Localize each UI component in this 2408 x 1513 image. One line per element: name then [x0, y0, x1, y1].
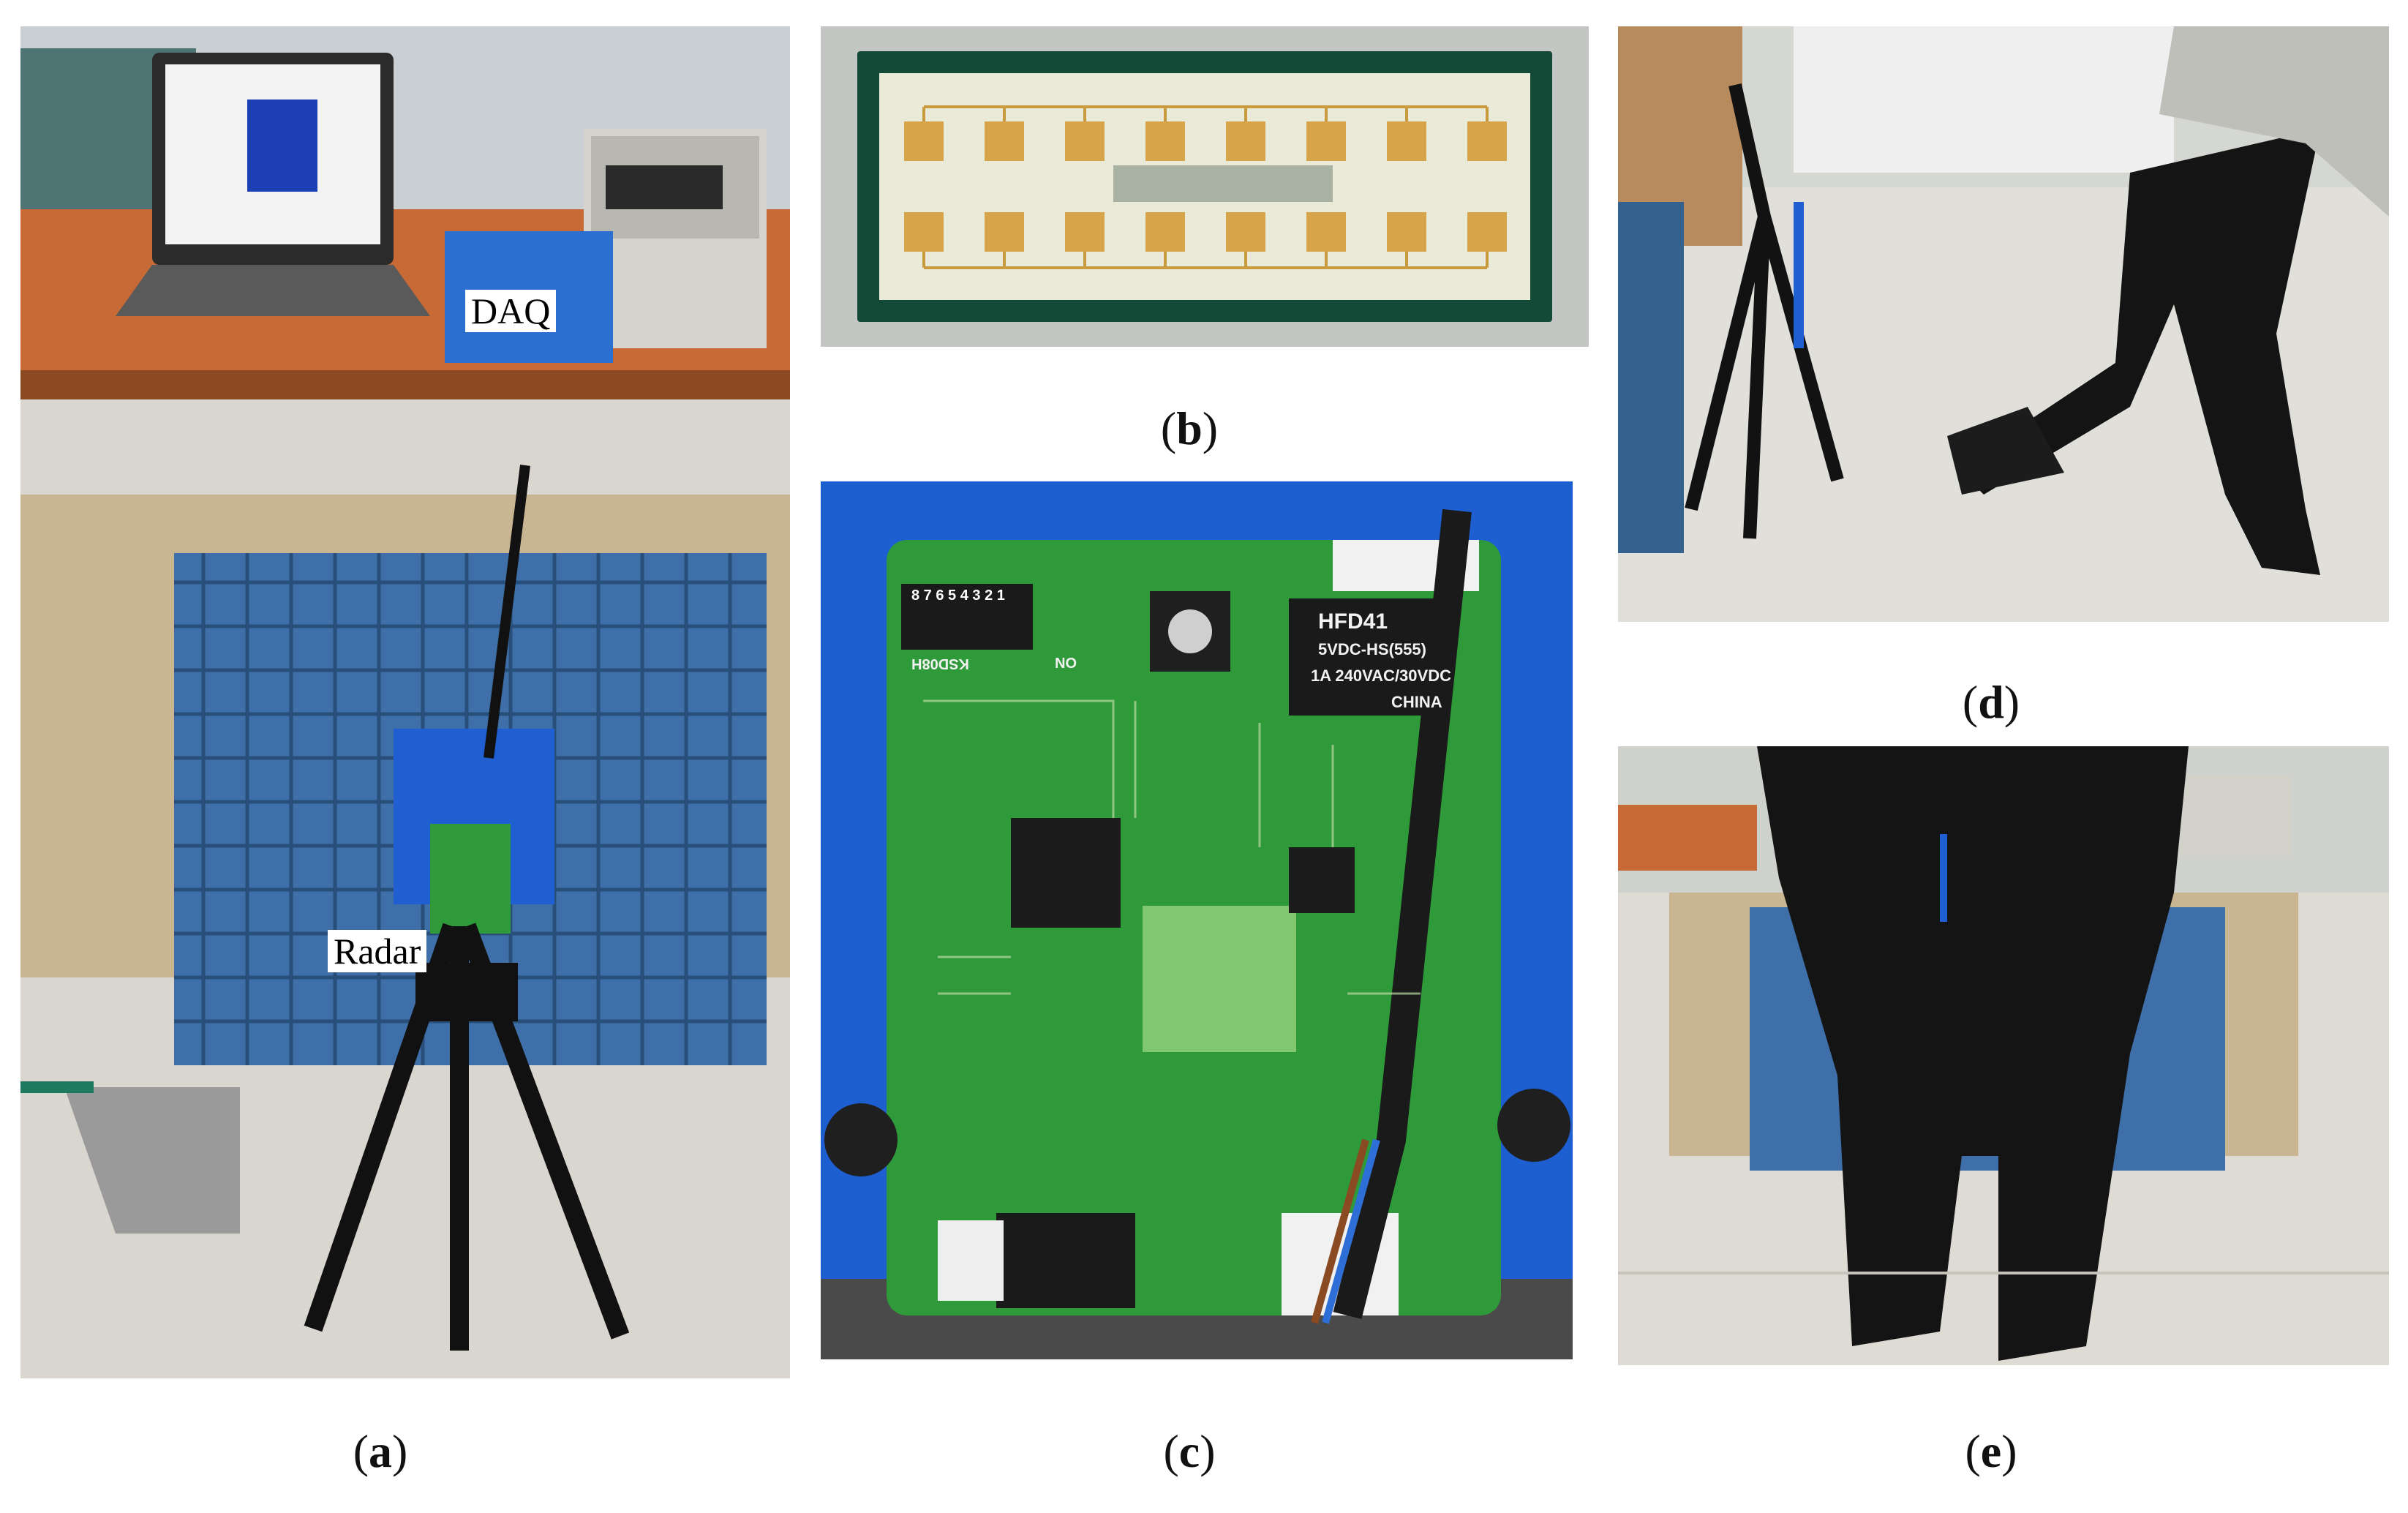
caption-e: (e): [1965, 1425, 2017, 1477]
relay-rating-line2: 1A 240VAC/30VDC: [1311, 667, 1451, 685]
relay-rating-line1: 5VDC-HS(555): [1318, 640, 1426, 658]
dip-switch-on-label: ON: [1055, 654, 1077, 670]
daq-label: DAQ: [465, 290, 557, 332]
caption-a: (a): [353, 1425, 408, 1477]
photo-panel-b: [821, 26, 1589, 347]
subject-front-view-photo: [1618, 746, 2389, 1365]
caption-c: (c): [1163, 1425, 1216, 1477]
relay-model: HFD41: [1318, 609, 1388, 634]
relay-origin: CHINA: [1391, 693, 1442, 711]
photo-panel-d: [1618, 26, 2389, 622]
antenna-array-photo: [821, 26, 1589, 347]
radar-label: Radar: [328, 930, 427, 972]
photo-panel-c: 8 7 6 5 4 3 2 1 KSD08H ON HFD41 5VDC-HS(…: [821, 481, 1573, 1359]
caption-b: (b): [1160, 402, 1219, 454]
photo-panel-a: DAQ Radar: [20, 26, 790, 1378]
dip-switch-numbers: 8 7 6 5 4 3 2 1: [911, 587, 1005, 604]
subject-side-view-photo: [1618, 26, 2389, 622]
setup-photo: [20, 26, 790, 1378]
caption-d: (d): [1962, 676, 2020, 728]
radar-pcb-photo: [821, 481, 1573, 1359]
dip-switch-part-number: KSD08H: [911, 656, 969, 672]
photo-panel-e: [1618, 746, 2389, 1365]
